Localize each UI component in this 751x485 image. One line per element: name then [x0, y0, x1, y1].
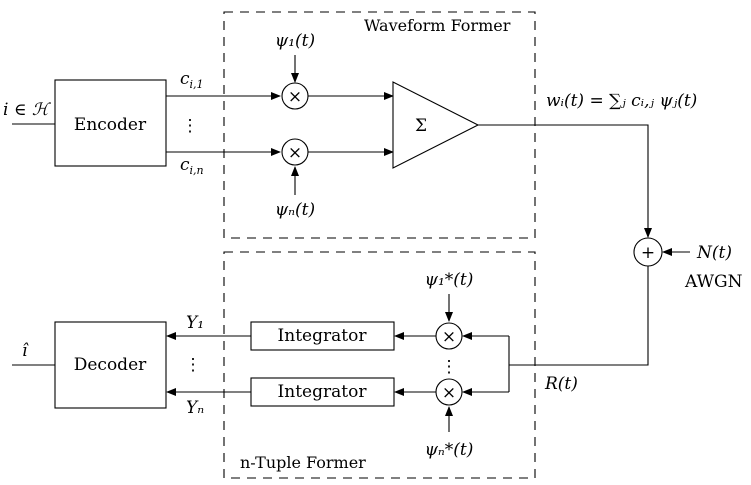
- waveform-former-title: Waveform Former: [364, 16, 511, 35]
- y-n-label: Yₙ: [186, 398, 204, 418]
- channel-adder-symbol: +: [641, 243, 655, 263]
- integrator-1-label: Integrator: [278, 326, 368, 346]
- decoder-vdots: ⋮: [185, 355, 202, 375]
- noise-type-label: AWGN: [684, 272, 743, 292]
- conj-basis-n-label: ψₙ*(t): [425, 440, 474, 460]
- decoder-box: [54, 321, 167, 409]
- encoder-label: Encoder: [74, 115, 147, 135]
- waveform-wire: [478, 124, 652, 238]
- basis-n-label: ψₙ(t): [275, 200, 315, 220]
- mult-vdots: ⋮: [441, 357, 458, 377]
- integrator-1-box: [250, 321, 395, 351]
- waveform-output-label: wᵢ(t) = ∑ⱼ cᵢ,ⱼ ψⱼ(t): [546, 91, 697, 111]
- summer-triangle: [392, 81, 480, 169]
- summer-symbol: Σ: [415, 116, 427, 136]
- integrator-n-label: Integrator: [278, 382, 368, 402]
- coeff-n-label: ci,n: [180, 155, 204, 177]
- integrator-n-box: [250, 377, 395, 407]
- noise-label: N(t): [696, 243, 732, 263]
- output-label: î: [22, 341, 29, 361]
- multiplier-n-symbol: ×: [288, 143, 302, 163]
- received-wire: [509, 266, 649, 366]
- conj-basis-1-label: ψ₁*(t): [425, 270, 474, 290]
- encoder-box: [54, 79, 167, 167]
- ntuple-former-title: n-Tuple Former: [240, 453, 366, 472]
- decoder-label: Decoder: [74, 355, 147, 375]
- basis-1-label: ψ₁(t): [275, 31, 315, 51]
- correlator-multiplier-1-symbol: ×: [442, 327, 456, 347]
- encoder-vdots: ⋮: [182, 116, 199, 136]
- input-label: i ∈ ℋ: [3, 100, 52, 120]
- received-label: R(t): [544, 374, 578, 394]
- ntuple-former-region: [223, 251, 536, 479]
- multiplier-1-symbol: ×: [288, 87, 302, 107]
- y-1-label: Y₁: [186, 313, 204, 333]
- correlator-multiplier-n-symbol: ×: [442, 383, 456, 403]
- coeff-1-label: ci,1: [180, 69, 204, 91]
